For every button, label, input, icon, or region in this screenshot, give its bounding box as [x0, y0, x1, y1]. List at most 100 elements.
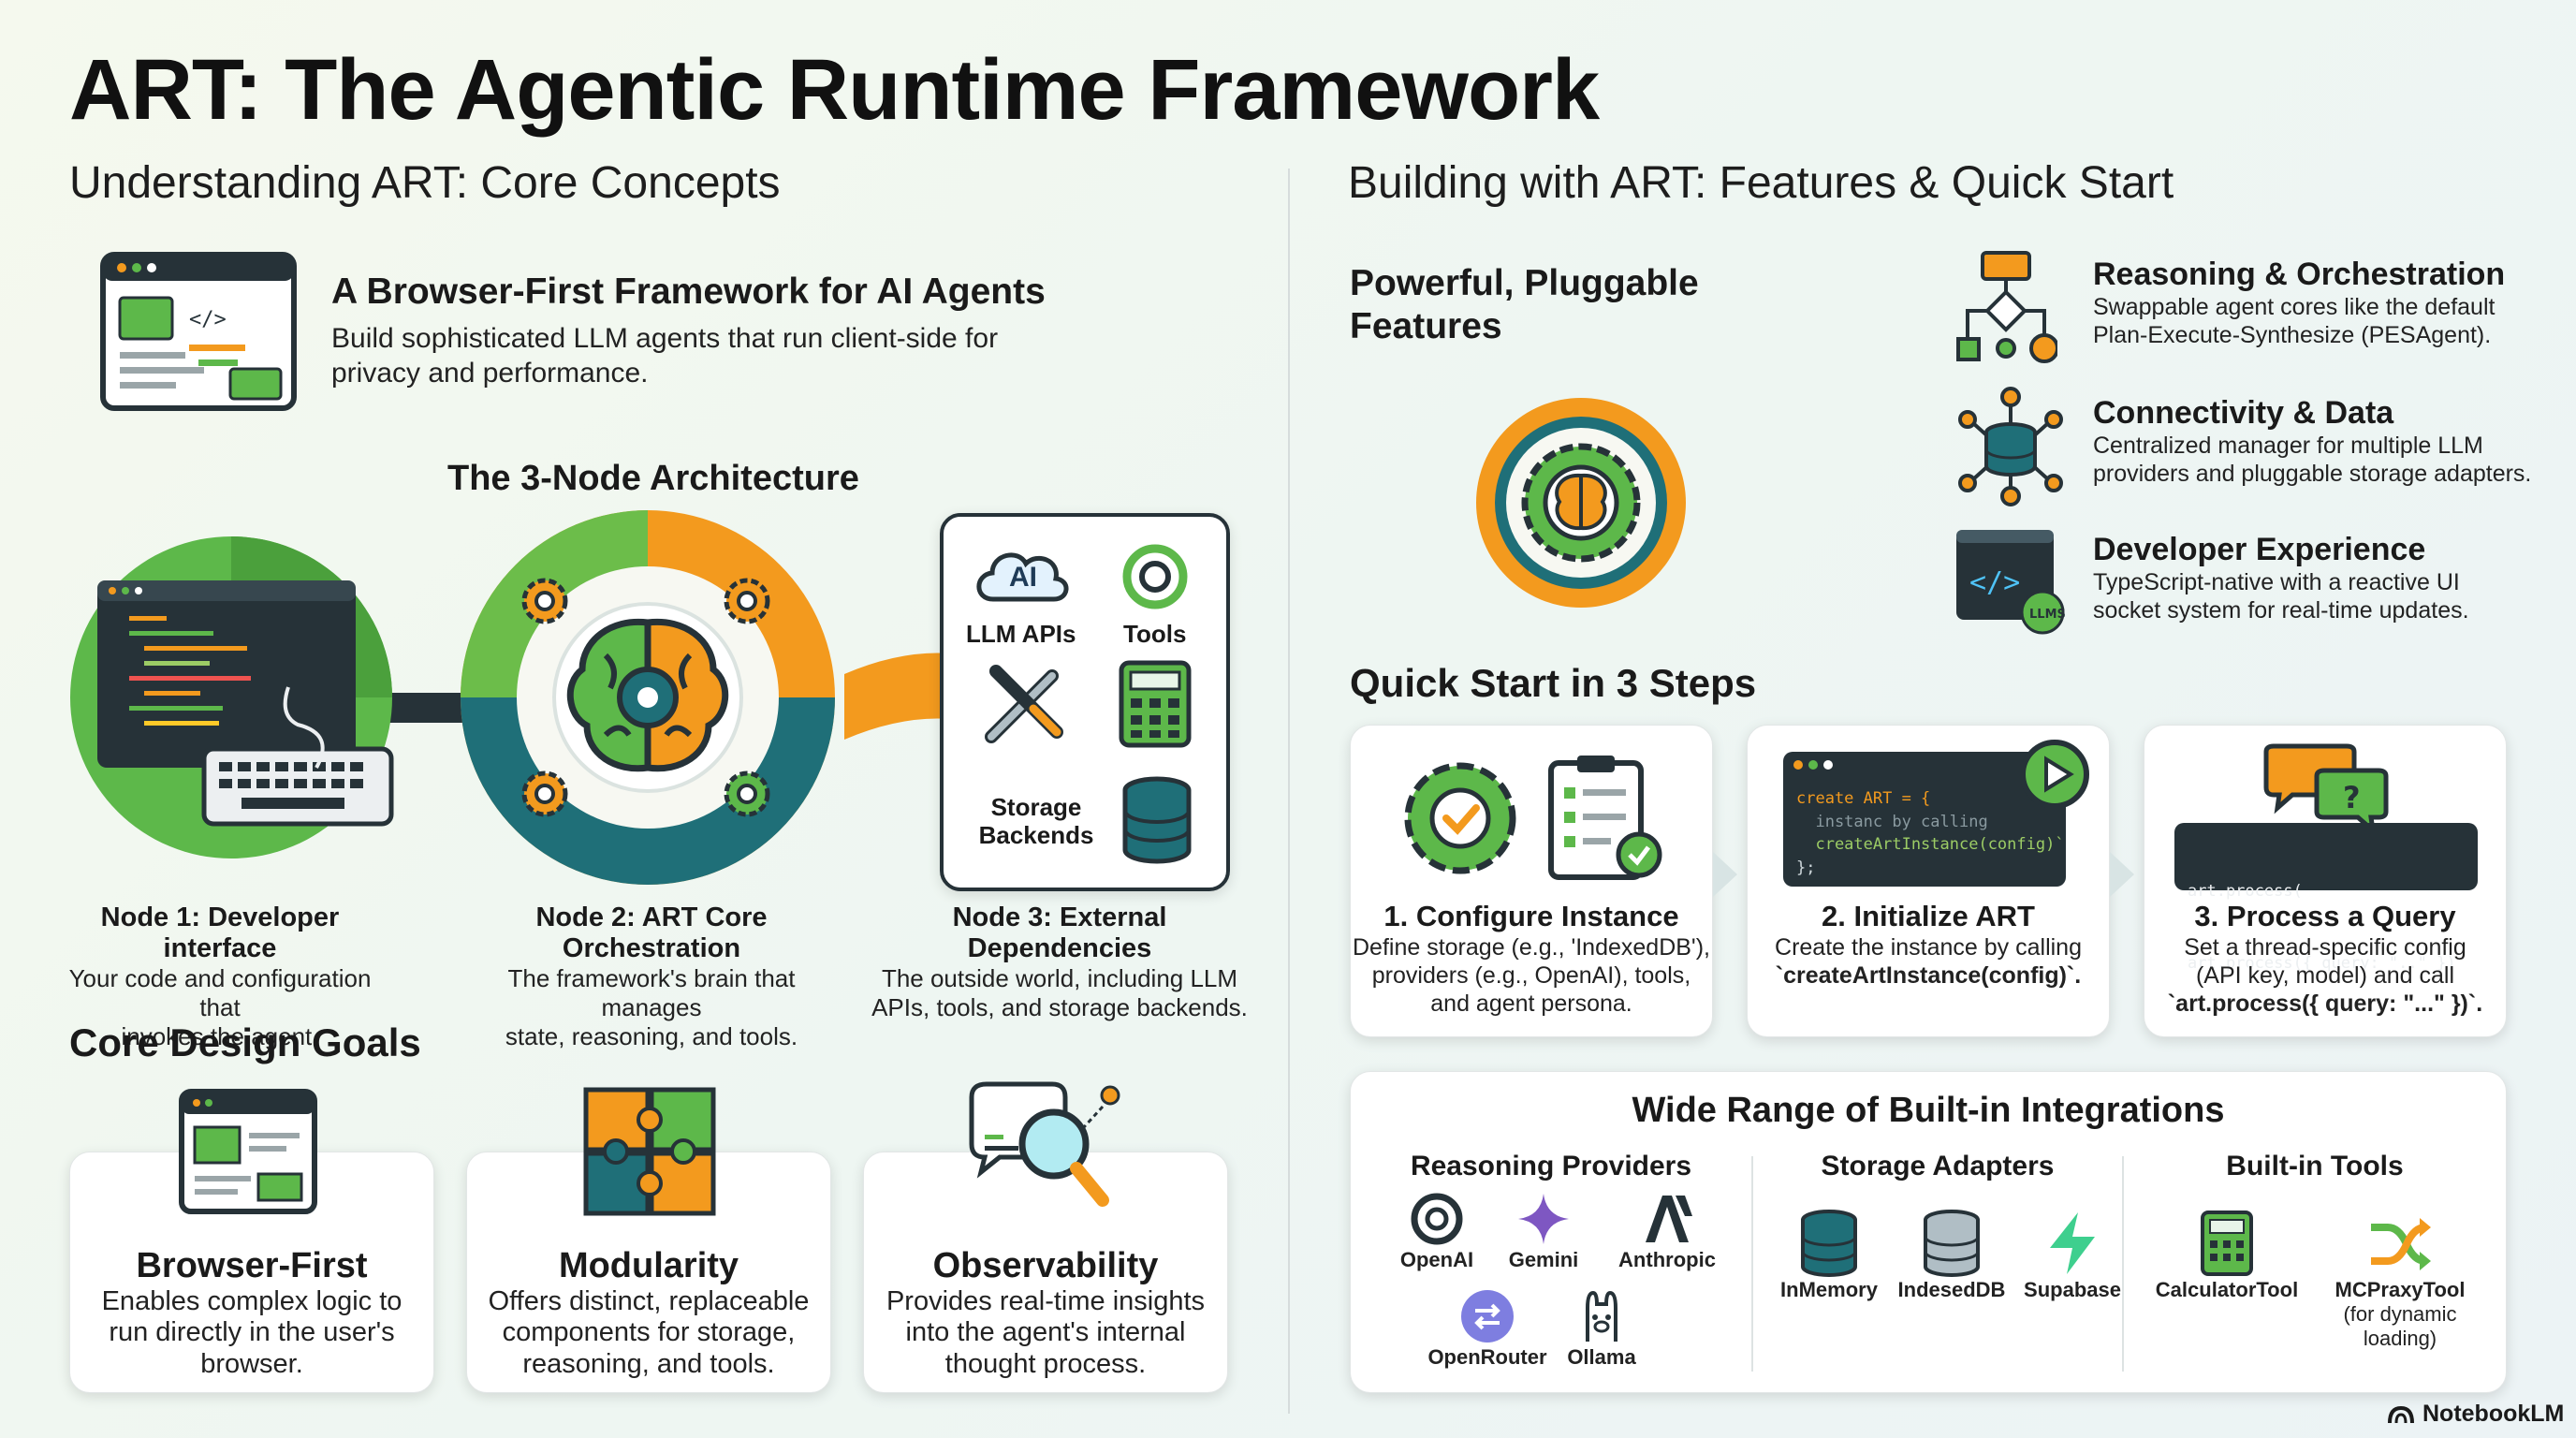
calculator-tool-item: CalculatorTool: [2152, 1209, 2302, 1302]
feature-connectivity: Connectivity & Data Centralized manager …: [2093, 395, 2531, 488]
openrouter-item: OpenRouter: [1422, 1287, 1553, 1370]
supabase-item: Supabase: [2021, 1209, 2124, 1302]
database-network-icon: [1954, 386, 2067, 507]
step-text: Define storage (e.g., 'IndexedDB'),: [1353, 934, 1710, 961]
brain-gear-icon: [554, 604, 741, 791]
node-text: The framework's brain that manages: [507, 964, 796, 1022]
goal-title: Observability: [932, 1246, 1159, 1285]
integration-label: OpenRouter: [1427, 1345, 1547, 1369]
integration-label: Supabase: [2024, 1278, 2121, 1301]
goal-text: run directly in the user's: [109, 1317, 395, 1348]
group-divider: [1751, 1156, 1753, 1372]
svg-text:</>: </>: [189, 308, 227, 331]
code-line: create ART = {: [1796, 789, 1931, 808]
code-line: art.process(: [2188, 882, 2303, 901]
intro-title: A Browser-First Framework for AI Agents: [331, 271, 1046, 312]
ollama-item: Ollama: [1555, 1287, 1648, 1370]
goal-title: Modularity: [558, 1246, 739, 1285]
integration-label: IndesedDB: [1897, 1278, 2006, 1301]
goal-card-observability: Observability Provides real-time insight…: [863, 1152, 1228, 1393]
code-window: create ART = { instanc by calling create…: [1783, 752, 2066, 887]
page-title: ART: The Agentic Runtime Framework: [69, 42, 1600, 138]
code-snippet: create ART = { instanc by calling create…: [1796, 787, 2065, 880]
feature-title: Connectivity & Data: [2093, 395, 2394, 431]
svg-text:?: ?: [2343, 780, 2361, 815]
feature-text: socket system for real-time updates.: [2093, 597, 2469, 624]
goal-text: components for storage,: [502, 1317, 796, 1348]
integration-label: Anthropic: [1618, 1248, 1716, 1271]
intro-text: Build sophisticated LLM agents that run …: [331, 322, 998, 390]
gear-check-icon: [1399, 757, 1521, 879]
wrench-screwdriver-icon: [977, 657, 1071, 751]
goal-text: Enables complex logic to: [101, 1286, 402, 1316]
brain-gear-badge-icon: [1471, 393, 1690, 612]
features-title: Powerful, Pluggable Features: [1350, 262, 1699, 348]
step-title: 2. Initialize ART: [1822, 900, 2035, 932]
right-heading: Building with ART: Features & Quick Star…: [1348, 158, 2174, 208]
notebooklm-logo-icon: [2388, 1405, 2414, 1423]
group-title-storage: Storage Adapters: [1821, 1151, 2055, 1181]
brand-label: NotebookLM: [2422, 1401, 2565, 1427]
intro-text-line: Build sophisticated LLM agents that run …: [331, 323, 999, 354]
step-text: providers (e.g., OpenAI), tools,: [1371, 962, 1691, 989]
step-title: 3. Process a Query: [2194, 900, 2456, 932]
node-3-caption: Node 3: External Dependencies The outsid…: [863, 902, 1256, 1022]
integration-label: Ollama: [1567, 1345, 1636, 1369]
ai-label: AI: [1009, 562, 1037, 593]
step-card-process: ? art.process( art.process({ query: ".."…: [2144, 725, 2507, 1037]
chat-question-icon: ?: [2261, 742, 2392, 832]
calculator-icon: [1118, 659, 1193, 749]
node-text: Your code and configuration that: [68, 964, 372, 1022]
goal-title: Browser-First: [136, 1246, 368, 1285]
integration-label: MCPraxyTool: [2334, 1278, 2466, 1301]
window-dots: [1793, 759, 1839, 770]
code-line: createArtInstance(config)`: [1796, 835, 2065, 855]
magnifier-chat-icon: [962, 1078, 1127, 1217]
node-text: invokes the agent.: [121, 1022, 319, 1051]
dependencies-box: AI LLM APIs Tools Storage Backends: [940, 513, 1230, 891]
notebooklm-brand: NotebookLM: [2387, 1401, 2564, 1428]
llms-badge-label: LLMS: [2029, 608, 2066, 622]
feature-text: Centralized manager for multiple LLM: [2093, 433, 2483, 459]
feature-reasoning: Reasoning & Orchestration Swappable agen…: [2093, 257, 2505, 349]
integration-label: InMemory: [1780, 1278, 1878, 1301]
step-arrow-icon: [2110, 852, 2134, 897]
node-1-caption: Node 1: Developer interface Your code an…: [66, 902, 374, 1052]
code-terminal-icon: </>LLMS: [1953, 526, 2071, 637]
goal-text: Offers distinct, replaceable: [488, 1286, 810, 1316]
node-2-caption: Node 2: ART Core Orchestration The frame…: [455, 902, 848, 1052]
step-text: Create the instance by calling: [1775, 934, 2082, 961]
openai-item: OpenAI: [1390, 1190, 1484, 1272]
goal-text: browser.: [200, 1348, 303, 1379]
indexeddb-item: IndesedDB: [1895, 1209, 2008, 1302]
intro-text-line: privacy and performance.: [331, 357, 649, 389]
step-text: Set a thread-specific config: [2184, 934, 2466, 961]
goal-text: Provides real-time insights: [886, 1286, 1206, 1316]
step-card-configure: 1. Configure Instance Define storage (e.…: [1350, 725, 1713, 1037]
shuffle-arrows-icon: [2371, 1218, 2431, 1270]
tools-label: Tools: [1123, 620, 1187, 648]
node-title: Node 3: External Dependencies: [952, 902, 1167, 963]
node-title: Node 2: ART Core Orchestration: [535, 902, 768, 963]
anthropic-icon: [1646, 1196, 1692, 1242]
openrouter-icon: [1461, 1290, 1514, 1343]
group-title-reasoning: Reasoning Providers: [1410, 1151, 1692, 1181]
group-divider: [2122, 1156, 2124, 1372]
flowchart-icon: [1954, 249, 2057, 367]
calculator-icon: [2201, 1211, 2253, 1276]
cloud-ai-icon: [970, 541, 1073, 607]
node-text: The outside world, including LLM: [881, 964, 1238, 992]
integration-label: OpenAI: [1399, 1248, 1474, 1271]
step-arrow-icon: [1713, 852, 1737, 897]
goal-text: into the agent's internal: [905, 1317, 1186, 1348]
quickstart-heading: Quick Start in 3 Steps: [1350, 661, 1757, 705]
mcp-proxy-tool-item: MCPraxyTool (for dynamic loading): [2330, 1209, 2470, 1351]
gear-icon: [717, 764, 777, 824]
goals-heading: Core Design Goals: [69, 1020, 421, 1064]
group-title-tools: Built-in Tools: [2226, 1151, 2404, 1181]
goal-body: Observability Provides real-time insight…: [864, 1246, 1227, 1380]
play-button-icon: [2017, 737, 2092, 812]
goal-card-modularity: Modularity Offers distinct, replaceable …: [466, 1152, 831, 1393]
indexeddb-database-icon: [1924, 1210, 1980, 1277]
left-heading: Understanding ART: Core Concepts: [69, 158, 781, 208]
